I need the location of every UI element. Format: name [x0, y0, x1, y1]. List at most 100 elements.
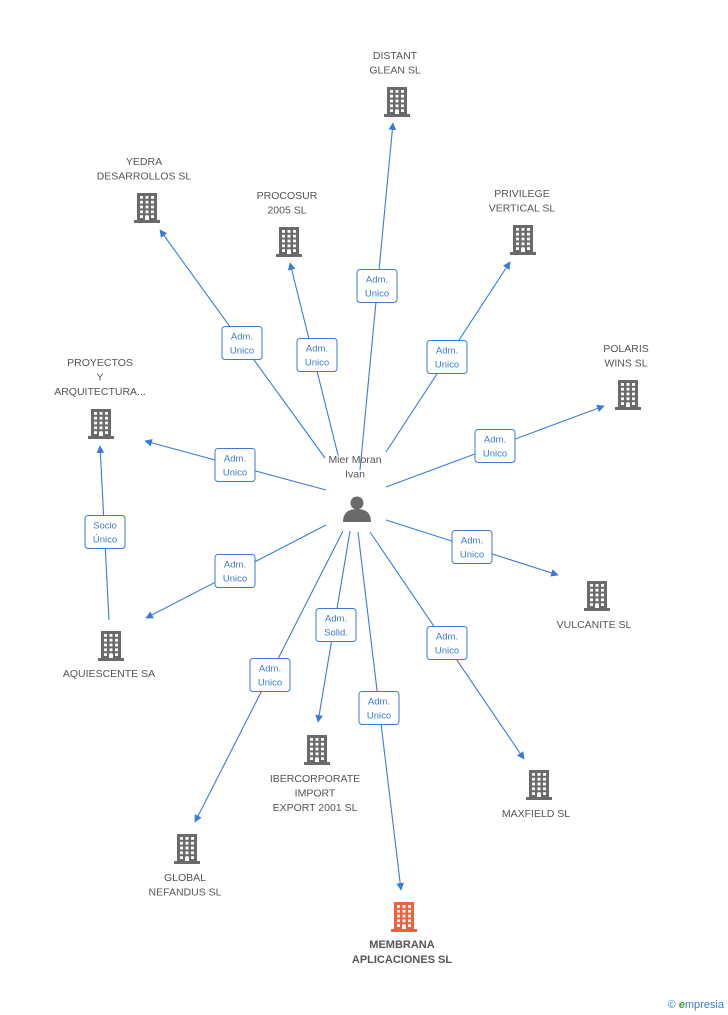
edge-label-box[interactable]: Adm.Unico [221, 326, 263, 360]
edge-person-ibercorporate: Adm.Solid. [315, 530, 357, 723]
node-label-line: PROCOSUR [257, 190, 318, 202]
edge-label-line: Unico [305, 358, 329, 369]
node-privilege[interactable]: PRIVILEGE VERTICAL SL [489, 188, 556, 255]
edge-label-frame [296, 338, 338, 372]
node-label-line: PROYECTOS [67, 357, 133, 369]
edge-label-box[interactable]: Adm. Unico [358, 691, 400, 725]
building-icon [584, 581, 610, 611]
edge-label-line: Adm. [306, 344, 328, 355]
edge-person-membrana: Adm. Unico [357, 531, 404, 891]
node-label-line: IBERCORPORATE [270, 773, 360, 785]
person-icon [343, 496, 371, 522]
edge-label-frame [426, 626, 468, 660]
node-proyectos[interactable]: PROYECTOSYARQUITECTURA... [54, 357, 146, 439]
node-label-line: MAXFIELD SL [502, 808, 570, 820]
edge-label-frame [474, 429, 516, 463]
edge-label-frame [221, 326, 263, 360]
node-label-line: NEFANDUS SL [149, 887, 222, 899]
building-icon [134, 193, 160, 223]
node-vulcanite[interactable]: VULCANITE SL [557, 581, 632, 631]
node-label-line: APLICACIONES SL [352, 954, 453, 966]
edge-label-line: Unico [223, 574, 247, 585]
building-icon [174, 834, 200, 864]
edge-label-frame [214, 448, 256, 482]
edge-label-box[interactable]: Adm. Unico [296, 338, 338, 372]
edge-person-procosur: Adm. Unico [287, 262, 339, 456]
edge-person-maxfield: Adm. Unico [369, 531, 525, 760]
edge-label-line: Unico [460, 550, 484, 561]
edge-person-polaris: Adm.Unico [385, 404, 605, 488]
edge-label-box[interactable]: Adm. Unico [214, 554, 256, 588]
node-label-line: PRIVILEGE [494, 188, 549, 200]
building-icon [384, 87, 410, 117]
edge-label-box[interactable]: Adm.Unico [356, 269, 398, 303]
edge-label-line: Único [93, 535, 117, 546]
edge-label-line: Adm. [366, 275, 388, 286]
brand-footer: © empresia [668, 999, 724, 1011]
edge-label-line: Adm. [368, 697, 390, 708]
node-aquiescente[interactable]: AQUIESCENTE SA [63, 631, 155, 680]
node-label-line: VULCANITE SL [557, 619, 632, 631]
brand-logo-initial: e [678, 999, 685, 1011]
node-label-line: AQUIESCENTE SA [63, 668, 155, 680]
building-icon [615, 380, 641, 410]
edge-label-line: Solid. [324, 628, 348, 639]
edge-label-line: Adm. [436, 632, 458, 643]
edge-label-frame [214, 554, 256, 588]
node-label-line: GLEAN SL [369, 65, 421, 77]
edge-label-line: Adm. [224, 560, 246, 571]
edge-label-frame [358, 691, 400, 725]
building-icon [391, 902, 417, 932]
node-label-line: VERTICAL SL [489, 203, 556, 215]
edge-label-box[interactable]: Adm. Unico [451, 530, 493, 564]
edge-label-frame [426, 340, 468, 374]
edge-label-box[interactable]: Adm.Unico [474, 429, 516, 463]
edge-label-box[interactable]: Adm.Solid. [315, 608, 357, 642]
edge-label-line: Unico [258, 678, 282, 689]
node-maxfield[interactable]: MAXFIELD SL [502, 770, 570, 820]
edge-label-box[interactable]: Adm. Unico [249, 658, 291, 692]
edge-person-proyectos: Adm.Unico [144, 439, 327, 491]
edge-person-yedra: Adm. Unico [159, 229, 326, 459]
edge-label-frame [451, 530, 493, 564]
edge-label-line: Unico [367, 711, 391, 722]
node-label-line: POLARIS [603, 343, 649, 355]
node-distant[interactable]: DISTANT GLEAN SL [369, 50, 421, 117]
edge-label-line: Unico [230, 346, 254, 357]
building-icon [98, 631, 124, 661]
edge-label-line: Adm. [484, 435, 506, 446]
building-icon [526, 770, 552, 800]
edge-label-box[interactable]: Adm.Unico [214, 448, 256, 482]
building-icon [276, 227, 302, 257]
copyright-symbol: © [667, 999, 676, 1011]
edge-label-line: Socio [93, 521, 117, 532]
edge-person-privilege: Adm.Unico [385, 261, 511, 453]
edge-person-global: Adm. Unico [194, 530, 344, 823]
edge-label-frame [249, 658, 291, 692]
brand-logo-text: mpresia [684, 999, 724, 1011]
edge-label-line: Unico [223, 468, 247, 479]
edge-label-box[interactable]: Adm.Unico [426, 626, 468, 660]
node-label-line: IMPORT [295, 788, 336, 800]
edge-person-aquiescente: Adm. Unico [145, 524, 327, 619]
node-label-line: YEDRA [126, 156, 162, 168]
node-global[interactable]: GLOBAL NEFANDUS SL [149, 834, 222, 899]
building-icon [510, 225, 536, 255]
edge-label-frame [84, 515, 126, 549]
edge-person-vulcanite: Adm. Unico [385, 519, 559, 577]
node-label-line: DISTANT [373, 50, 418, 62]
edge-label-line: Adm. [436, 346, 458, 357]
edge-label-line: Adm. [461, 536, 483, 547]
edge-label-box[interactable]: Adm.Unico [426, 340, 468, 374]
node-label-line: GLOBAL [164, 872, 206, 884]
edge-label-line: Adm. [259, 664, 281, 675]
